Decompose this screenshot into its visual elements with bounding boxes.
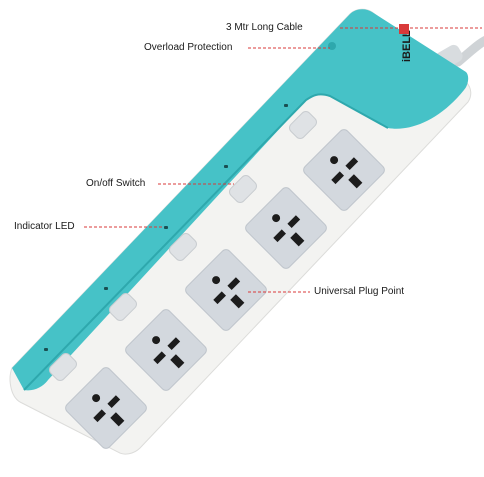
plug-point-label: Universal Plug Point	[314, 286, 405, 297]
led-icon	[224, 165, 228, 168]
socket-icon[interactable]	[302, 128, 387, 213]
brand-logo-icon: iBELL	[399, 24, 413, 62]
switch-row	[47, 109, 318, 382]
strip-accent-edge	[23, 93, 389, 391]
socket-icon[interactable]	[244, 186, 329, 271]
overload-breaker-icon[interactable]	[328, 42, 336, 50]
led-icon	[164, 226, 168, 229]
switch-icon[interactable]	[287, 109, 318, 140]
switch-icon[interactable]	[227, 173, 258, 204]
led-row	[44, 104, 288, 351]
led-icon	[104, 287, 108, 290]
overload-label: Overload Protection	[144, 42, 233, 53]
switch-label: On/off Switch	[86, 178, 146, 189]
cable-label: 3 Mtr Long Cable	[226, 22, 303, 33]
led-icon	[284, 104, 288, 107]
switch-icon[interactable]	[47, 351, 78, 382]
socket-icon[interactable]	[124, 308, 209, 393]
callout-leaders	[84, 27, 482, 293]
svg-text:iBELL: iBELL	[401, 30, 413, 62]
led-label: Indicator LED	[14, 221, 75, 232]
socket-row	[64, 128, 387, 451]
socket-icon[interactable]	[184, 248, 269, 333]
led-icon	[44, 348, 48, 351]
socket-icon[interactable]	[64, 366, 149, 451]
switch-icon[interactable]	[107, 291, 138, 322]
switch-icon[interactable]	[167, 231, 198, 262]
